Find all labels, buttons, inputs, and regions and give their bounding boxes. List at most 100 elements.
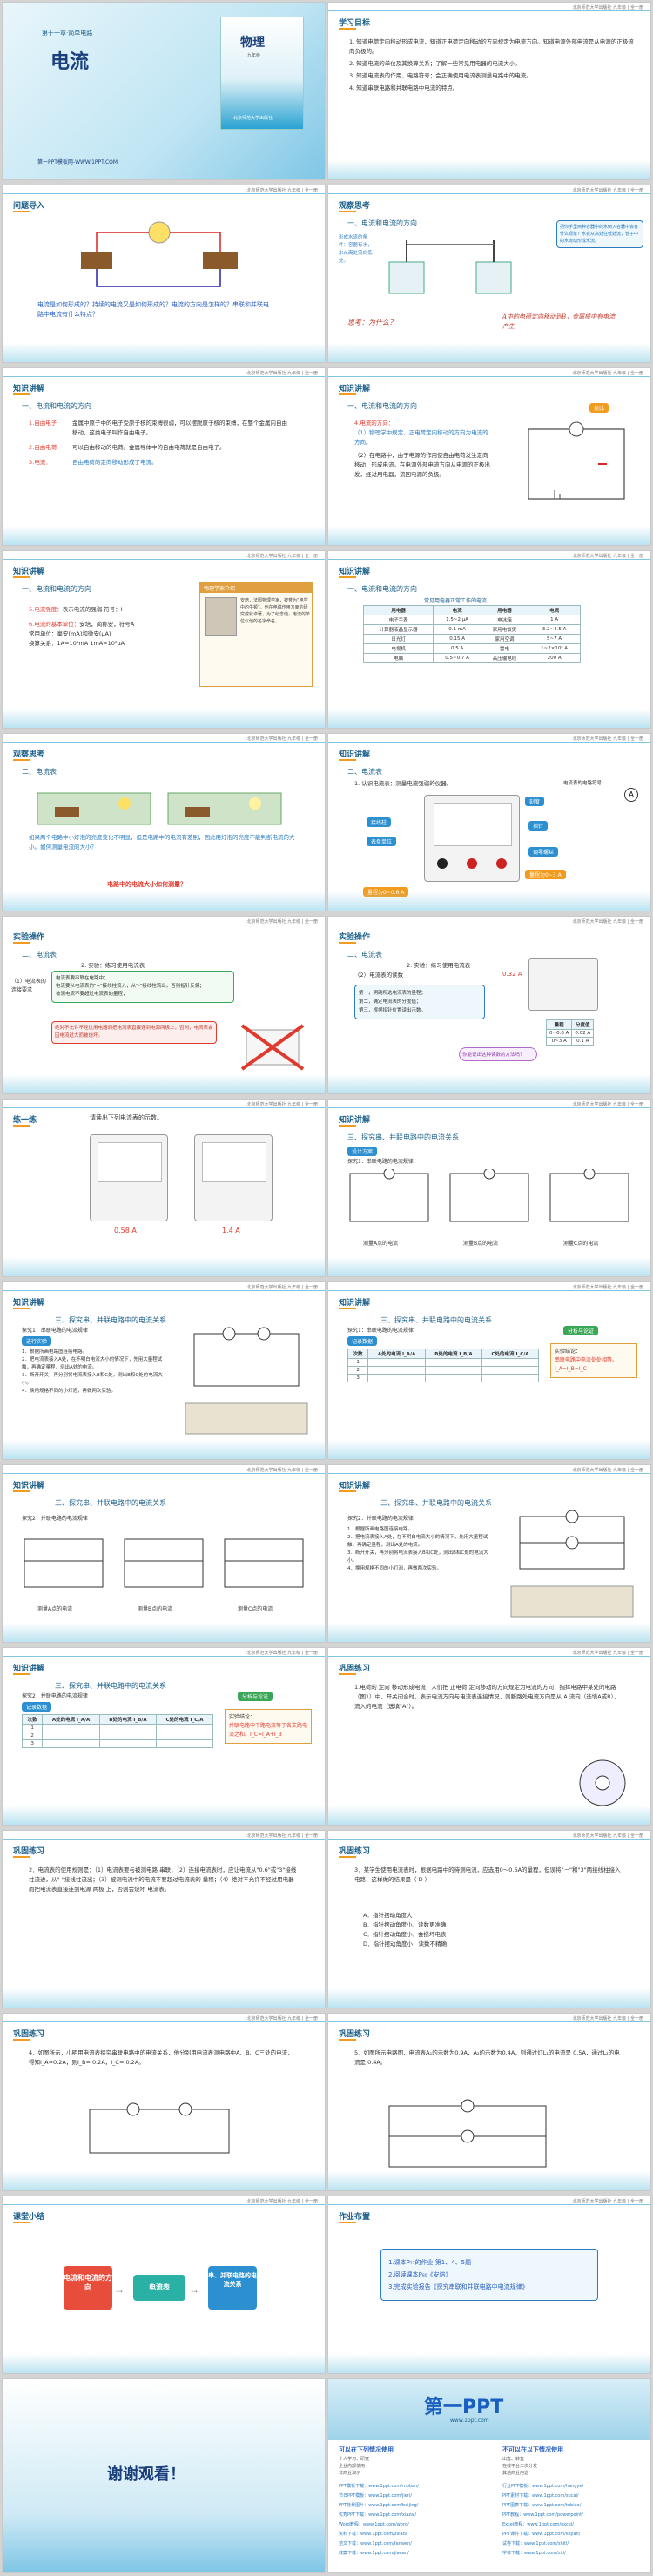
slide-25[interactable]: 北京师范大学出版社 九年级 | 全一册 课堂小结 电流和电流的方向 电流表 串、… xyxy=(2,2196,326,2374)
slide-24[interactable]: 北京师范大学出版社 九年级 | 全一册 巩固练习 5．如图所示电路图，电流表A₁… xyxy=(327,2013,651,2191)
record-badge[interactable]: 记录数据 xyxy=(347,1336,378,1346)
slide-14[interactable]: 北京师范大学出版社 九年级 | 全一册 知识讲解 三、探究串、并联电路中的电流关… xyxy=(327,1099,651,1277)
design-badge[interactable]: 设计方案 xyxy=(347,1147,378,1156)
resource-link[interactable]: 优秀PPT下载：www.1ppt.com/xiazai/ xyxy=(339,2512,417,2518)
table-header: B处的电流 I_B/A xyxy=(424,1349,483,1359)
resource-link[interactable]: PPT图表下载：www.1ppt.com/tubiao/ xyxy=(502,2503,582,2508)
probe-tag: 探究2：并联电路的电流规律 xyxy=(22,1693,88,1699)
resource-link[interactable]: 行业PPT模板：www.1ppt.com/hangye/ xyxy=(502,2484,584,2489)
rule-item: 电流表要串联在电路中； xyxy=(56,976,109,981)
table-header: A处的电流 I_A/A xyxy=(367,1349,426,1359)
section-subtitle: 一、电流和电流的方向 xyxy=(347,402,417,410)
slide-22[interactable]: 北京师范大学出版社 九年级 | 全一册 巩固练习 3．某学生使用电流表时，根据电… xyxy=(327,1830,651,2008)
question-text: 5．如图所示电路图，电流表A₁的示数为0.9A，A₂的示数为0.4A，则通过灯L… xyxy=(354,2049,620,2066)
analogy-badge[interactable]: 类比 xyxy=(589,403,609,413)
series-circuit-diagram xyxy=(185,1327,308,1435)
slide-5[interactable]: 北京师范大学出版社 九年级 | 全一册 知识讲解 一、电流和电流的方向 1.自由… xyxy=(2,367,326,546)
site-logo[interactable]: 第一PPT xyxy=(424,2397,504,2418)
slide-3[interactable]: 北京师范大学出版社 九年级 | 全一册 问题导入 电流是如何形成的？持续的电流又… xyxy=(2,185,326,363)
slide-header: 北京师范大学出版社 九年级 | 全一册 xyxy=(572,1285,643,1290)
rule-item: 被测电流不要超过电流表的量程； xyxy=(56,992,128,997)
slide-10[interactable]: 北京师范大学出版社 九年级 | 全一册 知识讲解 二、电流表 1. 认识电流表：… xyxy=(327,733,651,911)
forbidden-item: 在线平台二次分发 xyxy=(502,2464,538,2469)
step-item: 第三，根据指针位置读出示数。 xyxy=(359,1008,427,1013)
resource-link[interactable]: Word教程：www.1ppt.com/word/ xyxy=(339,2522,409,2527)
title-accent xyxy=(13,942,30,944)
experiment-badge[interactable]: 进行实验 xyxy=(22,1336,52,1346)
slide-16[interactable]: 北京师范大学出版社 九年级 | 全一册 知识讲解 三、探究串、并联电路中的电流关… xyxy=(327,1281,651,1460)
slide-8[interactable]: 北京师范大学出版社 九年级 | 全一册 知识讲解 一、电流和电流的方向 常见用电… xyxy=(327,550,651,729)
slide-4[interactable]: 北京师范大学出版社 九年级 | 全一册 观察思考 一、电流和电流的方向 形成水流… xyxy=(327,185,651,363)
analysis-badge[interactable]: 分析与论证 xyxy=(238,1692,273,1701)
slide-26[interactable]: 北京师范大学出版社 九年级 | 全一册 作业布置 1.课本P₇₇的作业 第1、4… xyxy=(327,2196,651,2374)
content-block: 1.自由电子 金属中原子中的电子受原子核的束缚很弱，可以摆脱原子核的束缚，在整个… xyxy=(29,419,290,467)
summary-node-3[interactable]: 串、并联电路的电流关系 xyxy=(208,2266,257,2310)
slide-17[interactable]: 北京师范大学出版社 九年级 | 全一册 知识讲解 三、探究串、并联电路中的电流关… xyxy=(2,1464,326,1643)
slide-9[interactable]: 北京师范大学出版社 九年级 | 全一册 观察思考 二、电流表 如果两个电路中小灯… xyxy=(2,733,326,911)
think-answer: A中的电荷定向移动到B，金属棒中有电流产生 xyxy=(502,313,616,330)
table-header: 电流 xyxy=(433,605,481,615)
record-badge[interactable]: 记录数据 xyxy=(22,1702,52,1712)
ammeter-dial xyxy=(98,1142,162,1182)
slide-27[interactable]: 谢谢观看！ xyxy=(2,2378,326,2573)
slide-19[interactable]: 北京师范大学出版社 九年级 | 全一册 知识讲解 三、探究串、并联电路中的电流关… xyxy=(2,1647,326,1826)
slide-12[interactable]: 北京师范大学出版社 九年级 | 全一册 实验操作 二、电流表 2. 实验：练习使… xyxy=(327,916,651,1094)
resource-link[interactable]: PPT素材下载：www.1ppt.com/sucai/ xyxy=(502,2493,579,2499)
slide-18[interactable]: 北京师范大学出版社 九年级 | 全一册 知识讲解 三、探究串、并联电路中的电流关… xyxy=(327,1464,651,1643)
resource-link[interactable]: PPT课件下载：www.1ppt.com/kejian/ xyxy=(502,2532,581,2537)
parallel-circuit-diagram xyxy=(510,1510,634,1618)
slide-23[interactable]: 北京师范大学出版社 九年级 | 全一册 巩固练习 4．如图所示，小明用电流表探究… xyxy=(2,2013,326,2191)
slide-2[interactable]: 北京师范大学出版社 九年级 | 全一册 学习目标 1. 知道电荷定向移动形成电流… xyxy=(327,2,651,180)
resource-link[interactable]: 资料下载：www.1ppt.com/ziliao/ xyxy=(339,2532,407,2537)
slide-15[interactable]: 北京师范大学出版社 九年级 | 全一册 知识讲解 三、探究串、并联电路中的电流关… xyxy=(2,1281,326,1460)
slide-1[interactable]: 第十一章·简单电路 电流 物理 九年级 北京师范大学出版社 第一PPT模板网-W… xyxy=(2,2,326,180)
question-text: 1.电荷的 定向 移动形成电流，人们把 正电荷 定向移动的方向规定为电流的方向，… xyxy=(354,1684,620,1710)
observe-text: 如果两个电路中小灯泡的亮度变化不明显，但是电路中的电流有差别，因此用灯泡的亮度不… xyxy=(29,834,295,851)
slide-7[interactable]: 北京师范大学出版社 九年级 | 全一册 知识讲解 一、电流和电流的方向 5.电流… xyxy=(2,550,326,729)
resource-link[interactable]: Excel教程：www.1ppt.com/excel/ xyxy=(502,2522,574,2527)
resource-link[interactable]: PPT教程：www.1ppt.com/powerpoint/ xyxy=(502,2512,583,2518)
slide-title: 知识讲解 xyxy=(339,750,371,759)
resource-link[interactable]: 范文下载：www.1ppt.com/fanwen/ xyxy=(339,2541,412,2546)
analysis-badge[interactable]: 分析与论证 xyxy=(563,1326,599,1335)
slide-28[interactable]: 第一PPT www.1ppt.com 可以在下列情况使用 不可以在以下情况使用 … xyxy=(327,2378,651,2573)
probe-tag: 探究2：并联电路的电流规律 xyxy=(22,1516,88,1522)
homework-item: 3.完成实验报告《探究串联和并联电路中电流规律》 xyxy=(388,2283,528,2290)
summary-node-1[interactable]: 电流和电流的方向 xyxy=(64,2266,112,2310)
resource-link[interactable]: PPT模板下载：www.1ppt.com/moban/ xyxy=(339,2484,419,2489)
section-sub2: 2. 实验：练习使用电流表 xyxy=(407,962,471,969)
ammeter-image xyxy=(528,958,598,1011)
slide-21[interactable]: 北京师范大学出版社 九年级 | 全一册 巩固练习 2．电流表的使用规则是：（1）… xyxy=(2,1830,326,2008)
step-item: 1．根据所画电路图连接电路。 xyxy=(22,1349,88,1355)
slide-13[interactable]: 北京师范大学出版社 九年级 | 全一册 练一练 请读出下列电流表的示数。 0.5… xyxy=(2,1099,326,1277)
slide-11[interactable]: 北京师范大学出版社 九年级 | 全一册 实验操作 二、电流表 2. 实验：练习使… xyxy=(2,916,326,1094)
slide-title: 巩固练习 xyxy=(339,2030,371,2039)
term-text: 换算关系：1A=10³mA 1mA=10³μA xyxy=(29,640,125,647)
resource-link[interactable]: 试卷下载：www.1ppt.com/shiti/ xyxy=(502,2541,569,2546)
resource-link[interactable]: 字体下载：www.1ppt.com/ziti/ xyxy=(502,2551,566,2556)
option-item[interactable]: A．指针摆动角度大 xyxy=(363,1912,413,1919)
series-circuits xyxy=(349,1169,629,1222)
slide-6[interactable]: 北京师范大学出版社 九年级 | 全一册 知识讲解 一、电流和电流的方向 4.电流… xyxy=(327,367,651,546)
option-item[interactable]: D．指针摆动角度小，读数不精确 xyxy=(363,1940,448,1947)
table-header: 用电器 xyxy=(362,605,434,615)
option-item[interactable]: B．指针摆动角度小，读数更准确 xyxy=(363,1921,447,1928)
slide-header: 北京师范大学出版社 九年级 | 全一册 xyxy=(246,1285,318,1290)
option-item[interactable]: C．指针摆动角度小，会损坏电表 xyxy=(363,1931,447,1938)
objective-item: 3. 知道电流表的作用、电路符号；会正确使用电流表测量电路中的电流。 xyxy=(349,72,532,79)
resource-link[interactable]: PPT背景图片：www.1ppt.com/beijing/ xyxy=(339,2503,419,2508)
table-row: 2 xyxy=(21,1732,213,1740)
title-accent xyxy=(339,28,356,30)
rules-box: 电流表要串联在电路中； 电流要从电流表的"+"接线柱流入，从"-"接线柱流出，否… xyxy=(51,971,234,1003)
slide-title: 知识讲解 xyxy=(13,385,45,393)
title-accent xyxy=(339,1125,356,1127)
resource-link[interactable]: 节日PPT模板：www.1ppt.com/jieri/ xyxy=(339,2493,412,2499)
question-text: 3．某学生使用电流表时，根据电路中的待测电流，应选用0～0.6A的量程，但误将"… xyxy=(354,1866,621,1883)
summary-node-2[interactable]: 电流表 xyxy=(133,2275,185,2301)
slide-20[interactable]: 北京师范大学出版社 九年级 | 全一册 巩固练习 1.电荷的 定向 移动形成电流… xyxy=(327,1647,651,1826)
resource-link[interactable]: 教案下载：www.1ppt.com/jiaoan/ xyxy=(339,2551,409,2556)
step-item: 1．根据所画电路图连接电路。 xyxy=(347,1527,414,1532)
